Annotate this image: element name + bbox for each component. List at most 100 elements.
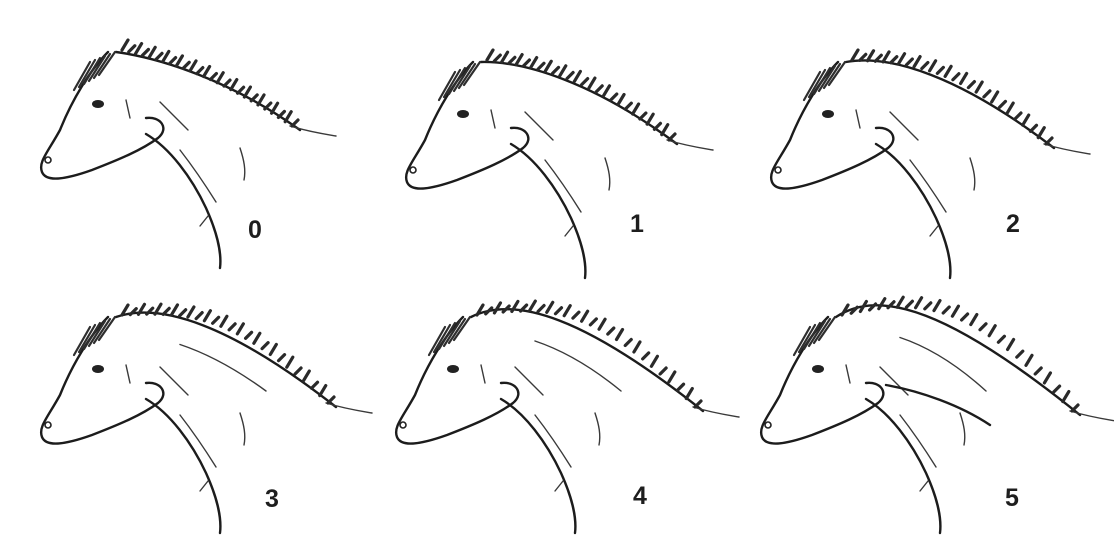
crest-fold-stroke bbox=[900, 338, 986, 392]
mane-tuft bbox=[695, 401, 701, 407]
mane-tuft bbox=[891, 57, 897, 63]
mane-tuft bbox=[992, 92, 998, 102]
mane-tuft bbox=[660, 368, 666, 374]
neck-topline bbox=[471, 309, 703, 411]
mane-tuft bbox=[634, 342, 640, 352]
mane-tuft bbox=[640, 113, 646, 119]
neck-detail-stroke bbox=[200, 481, 208, 491]
mane-tuft bbox=[188, 307, 194, 317]
back-line bbox=[290, 126, 336, 136]
neck-topline bbox=[116, 313, 336, 407]
crest-fold-stroke bbox=[180, 345, 266, 392]
mane-tuft bbox=[611, 94, 617, 100]
mane-tuft bbox=[1035, 368, 1041, 374]
horse-panel-3 bbox=[41, 304, 372, 533]
mane-tuft bbox=[244, 87, 250, 97]
mane-tuft bbox=[555, 308, 561, 314]
mane-tuft bbox=[320, 386, 326, 396]
neck-detail-stroke bbox=[920, 481, 928, 491]
neck-detail-stroke bbox=[970, 158, 975, 190]
mane-tuft bbox=[278, 111, 284, 117]
mane-tuft bbox=[163, 51, 169, 61]
mane-tuft bbox=[906, 59, 912, 65]
mane-tuft bbox=[285, 112, 291, 122]
mane-tuft bbox=[852, 50, 858, 60]
eye bbox=[812, 365, 824, 373]
neck-detail-stroke bbox=[240, 148, 245, 180]
mane-tuft bbox=[582, 311, 588, 321]
mane-tuft bbox=[599, 319, 605, 329]
mane-tuft bbox=[246, 332, 252, 338]
mane-tuft bbox=[625, 339, 631, 345]
mane-tuft bbox=[553, 67, 559, 73]
nostril bbox=[400, 422, 406, 428]
mane-tuft bbox=[603, 86, 609, 96]
panel-label: 4 bbox=[633, 482, 647, 510]
eye bbox=[822, 110, 834, 118]
mane-tuft bbox=[1026, 355, 1032, 365]
mane-tuft bbox=[922, 63, 928, 69]
neck-detail-stroke bbox=[200, 216, 208, 226]
mane-tuft bbox=[868, 51, 874, 61]
mane-tuft bbox=[582, 79, 588, 85]
forelock bbox=[794, 317, 835, 355]
mane-tuft bbox=[968, 82, 974, 88]
panel-label: 2 bbox=[1006, 210, 1020, 238]
neck-detail-stroke bbox=[595, 413, 600, 445]
back-line bbox=[667, 140, 713, 150]
horse-panel-4 bbox=[396, 301, 739, 533]
mane-tuft bbox=[633, 104, 639, 114]
mane-tuft bbox=[502, 52, 508, 62]
crest-fold-stroke bbox=[535, 341, 621, 391]
back-line bbox=[1044, 144, 1090, 154]
nostril bbox=[45, 422, 51, 428]
mane-tuft bbox=[170, 58, 176, 64]
mane-tuft bbox=[897, 297, 903, 307]
neck-topline bbox=[116, 52, 300, 130]
mane-tuft bbox=[952, 306, 958, 316]
mane-tuft bbox=[1063, 392, 1069, 402]
mane-tuft bbox=[651, 356, 657, 366]
mane-tuft bbox=[976, 82, 982, 92]
mane-tuft bbox=[254, 333, 260, 343]
mane-tuft bbox=[303, 371, 309, 381]
mane-tuft bbox=[122, 40, 128, 50]
mane-tuft bbox=[229, 324, 235, 330]
mane-tuft bbox=[213, 317, 219, 323]
neck-topline bbox=[836, 305, 1080, 415]
mane bbox=[852, 50, 1052, 144]
mane-tuft bbox=[487, 50, 493, 60]
mane-tuft bbox=[669, 372, 675, 382]
mane bbox=[122, 40, 298, 126]
mane-tuft bbox=[486, 308, 492, 314]
mane-tuft bbox=[567, 73, 573, 79]
mane-tuft bbox=[906, 301, 912, 307]
mane-tuft bbox=[312, 382, 318, 388]
back-line bbox=[1070, 411, 1114, 421]
mane-tuft bbox=[1046, 138, 1052, 144]
mane bbox=[122, 304, 334, 403]
mane bbox=[477, 301, 701, 407]
panel-label: 1 bbox=[630, 210, 644, 238]
mane-tuft bbox=[292, 120, 298, 126]
neck-detail-stroke bbox=[481, 365, 485, 383]
forelock bbox=[804, 62, 845, 100]
mane-tuft bbox=[879, 299, 885, 309]
mane-tuft bbox=[221, 316, 227, 326]
mane-tuft bbox=[1054, 386, 1060, 392]
mane-tuft bbox=[998, 336, 1004, 342]
mane-tuft bbox=[608, 328, 614, 334]
horse-panel-0 bbox=[41, 40, 336, 268]
neck-detail-stroke bbox=[565, 226, 573, 236]
mane-tuft bbox=[669, 134, 675, 140]
mane-tuft bbox=[643, 353, 649, 359]
mane-tuft bbox=[883, 52, 889, 62]
mane-tuft bbox=[217, 73, 223, 83]
panel-label: 0 bbox=[248, 216, 262, 244]
mane-tuft bbox=[538, 305, 544, 311]
mane-tuft bbox=[930, 61, 936, 71]
mane-tuft bbox=[503, 306, 509, 312]
mane-tuft bbox=[945, 66, 951, 76]
mane-tuft bbox=[999, 101, 1005, 107]
mane-tuft bbox=[1038, 128, 1044, 138]
